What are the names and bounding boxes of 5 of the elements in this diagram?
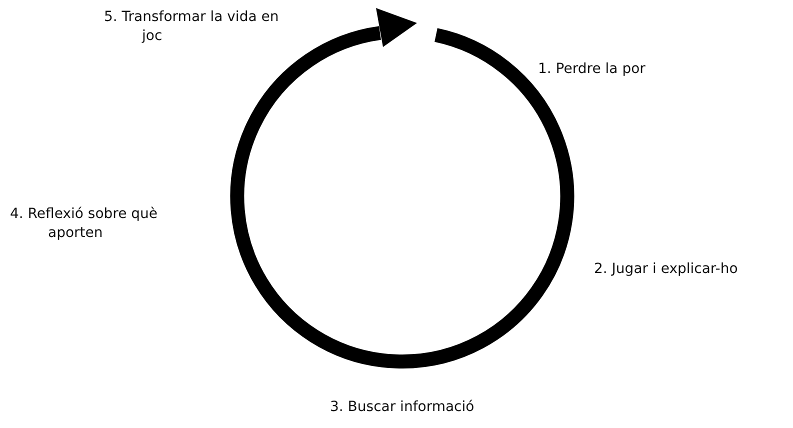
step-label: 2. Jugar i explicar-ho xyxy=(594,260,739,279)
step-label: 3. Buscar informació xyxy=(330,398,476,417)
step-label: 5. Transformar la vida en joc xyxy=(104,8,280,46)
step-label: 4. Reflexió sobre què aporten xyxy=(10,205,159,243)
step-label: 1. Perdre la por xyxy=(538,60,646,79)
